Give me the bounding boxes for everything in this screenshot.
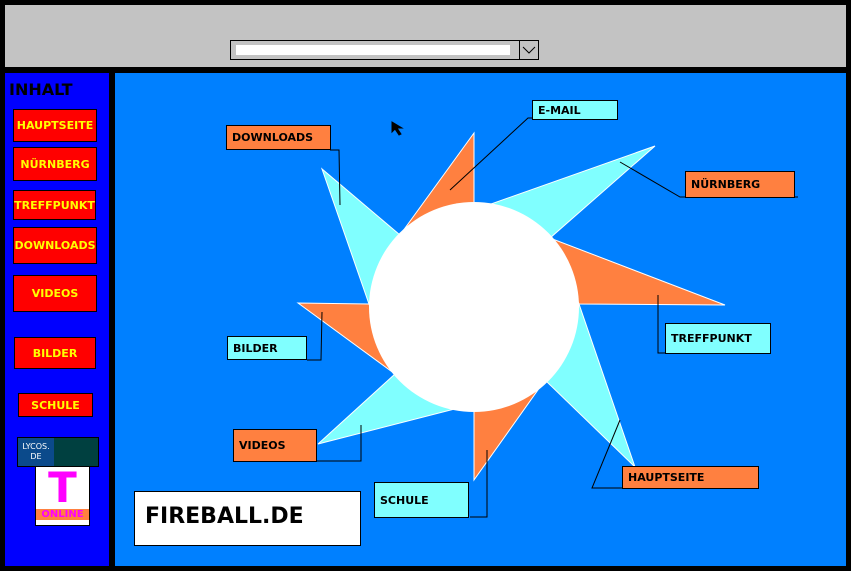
label-videos[interactable]: VIDEOS bbox=[233, 429, 317, 462]
nav-bilder[interactable]: BILDER bbox=[14, 337, 96, 369]
star-graphic bbox=[296, 117, 798, 518]
address-input[interactable] bbox=[236, 45, 510, 55]
lycos-link[interactable]: LYCOS. DE bbox=[17, 437, 99, 467]
lycos-text: LYCOS. DE bbox=[18, 438, 54, 466]
label-nuernberg[interactable]: NÜRNBERG bbox=[685, 171, 795, 198]
nav-downloads[interactable]: DOWNLOADS bbox=[13, 227, 97, 264]
label-hauptseite[interactable]: HAUPTSEITE bbox=[622, 466, 759, 489]
address-combobox[interactable] bbox=[230, 40, 539, 60]
label-downloads[interactable]: DOWNLOADS bbox=[226, 125, 331, 150]
chevron-down-icon bbox=[522, 46, 536, 54]
sidebar: INHALT HAUPTSEITE NÜRNBERG TREFFPUNKT DO… bbox=[5, 73, 109, 566]
tonline-logo: T bbox=[48, 463, 77, 512]
sidebar-title: INHALT bbox=[9, 80, 73, 99]
center-circle bbox=[369, 202, 579, 412]
brand-title: FIREBALL.DE bbox=[134, 491, 361, 546]
nav-treffpunkt[interactable]: TREFFPUNKT bbox=[13, 190, 96, 220]
dropdown-button[interactable] bbox=[519, 41, 538, 59]
label-bilder[interactable]: BILDER bbox=[227, 336, 307, 360]
nav-hauptseite[interactable]: HAUPTSEITE bbox=[13, 109, 97, 142]
label-email[interactable]: E-MAIL bbox=[532, 100, 618, 120]
label-schule[interactable]: SCHULE bbox=[374, 482, 469, 518]
nav-nuernberg[interactable]: NÜRNBERG bbox=[13, 147, 97, 181]
nav-schule[interactable]: SCHULE bbox=[18, 393, 93, 417]
label-treffpunkt[interactable]: TREFFPUNKT bbox=[665, 323, 771, 354]
main-area: E-MAIL NÜRNBERG TREFFPUNKT HAUPTSEITE SC… bbox=[115, 73, 846, 566]
nav-videos[interactable]: VIDEOS bbox=[13, 275, 97, 312]
tonline-text: ONLINE bbox=[36, 509, 89, 520]
tonline-link[interactable]: T ONLINE bbox=[35, 466, 90, 526]
